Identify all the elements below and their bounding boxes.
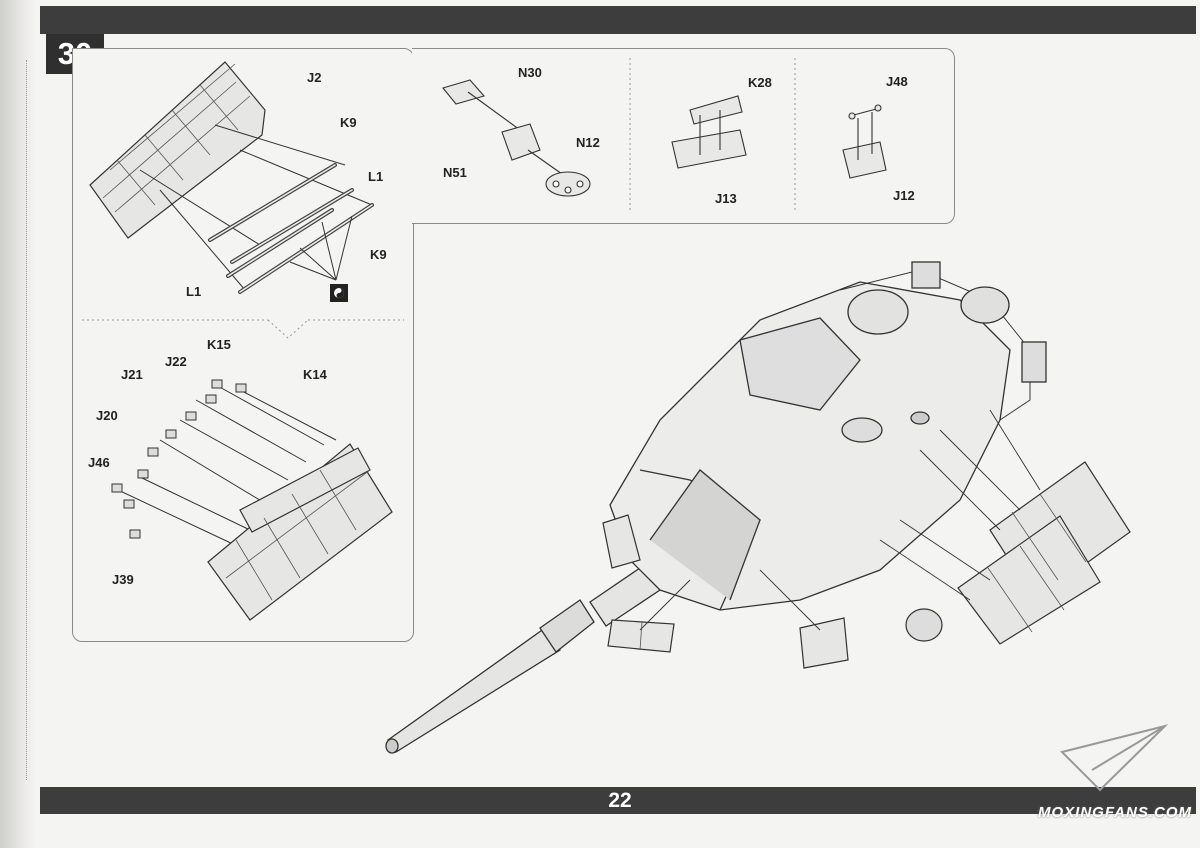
label-l1-left: L1	[186, 284, 202, 299]
label-j12: J12	[893, 188, 915, 203]
watermark-text: MOXINGFANS.COM	[1037, 804, 1192, 821]
label-k9-right: K9	[370, 247, 387, 262]
label-j48: J48	[886, 74, 908, 89]
label-j46: J46	[88, 455, 110, 470]
armor-plate-lower	[207, 443, 393, 621]
subassembly-panel-small-parts	[412, 48, 955, 224]
fold-line	[26, 60, 29, 780]
label-k28: K28	[748, 75, 772, 90]
paper-plane-logo	[1060, 724, 1169, 792]
label-n30: N30	[518, 65, 542, 80]
label-j13: J13	[715, 191, 737, 206]
label-j2: J2	[307, 70, 322, 85]
label-k15: K15	[207, 337, 231, 352]
label-n12: N12	[576, 135, 600, 150]
tank-turret	[385, 261, 1047, 754]
label-k14: K14	[303, 367, 327, 382]
label-j20: J20	[96, 408, 118, 423]
label-j22: J22	[165, 354, 187, 369]
turret-armor-plates	[602, 409, 1131, 669]
armor-plate-j2	[89, 61, 266, 239]
top-header-bar	[40, 6, 1196, 34]
label-l1-right: L1	[368, 169, 384, 184]
part-group-k28-j13	[671, 95, 747, 169]
label-j21: J21	[121, 367, 143, 382]
bottom-footer-bar	[40, 787, 1196, 814]
part-group-j48-j12	[842, 104, 887, 179]
label-k9-top: K9	[340, 115, 357, 130]
page-number: 22	[608, 789, 632, 812]
panel-dividers	[82, 58, 796, 339]
label-n51: N51	[443, 165, 467, 180]
bracket-set-j20-j46	[111, 379, 337, 546]
part-group-n30-n12	[442, 79, 591, 197]
binding-shadow	[0, 0, 36, 848]
rails-k9-l1	[139, 124, 374, 294]
label-j39: J39	[112, 572, 134, 587]
